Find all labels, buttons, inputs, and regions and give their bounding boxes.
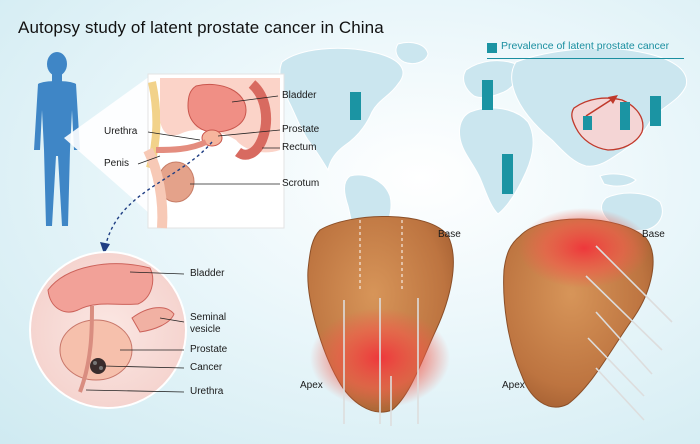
zoom-connector-arrowhead xyxy=(100,242,110,254)
label-prostate-sagittal: Prostate xyxy=(282,124,320,135)
label-urethra-zoom: Urethra xyxy=(190,386,224,397)
specimen-left xyxy=(307,215,454,426)
label-bladder-zoom: Bladder xyxy=(190,268,225,279)
label-rectum-sagittal: Rectum xyxy=(282,142,317,153)
north-america xyxy=(279,47,404,172)
europe xyxy=(463,60,519,99)
label-prostate-zoom: Prostate xyxy=(190,344,228,355)
bar-china-west xyxy=(583,116,592,130)
label-scrotum-sagittal: Scrotum xyxy=(282,178,320,189)
bar-china-central xyxy=(620,102,630,130)
trend-arrowhead xyxy=(608,95,618,104)
trend-arrow xyxy=(585,97,615,117)
label-cancer-zoom: Cancer xyxy=(190,362,223,373)
africa xyxy=(459,107,534,215)
label-base-right: Base xyxy=(642,229,665,240)
legend-underline xyxy=(487,58,684,59)
bar-east-asia xyxy=(650,96,661,126)
legend-swatch xyxy=(487,43,497,53)
page-title: Autopsy study of latent prostate cancer … xyxy=(18,18,384,37)
southeast-islands xyxy=(599,173,637,187)
greenland xyxy=(395,41,429,65)
bar-africa xyxy=(502,154,513,194)
callout-wedge xyxy=(64,76,150,214)
label-apex-left: Apex xyxy=(300,380,323,391)
sagittal-leaders xyxy=(137,95,281,185)
sagittal-section xyxy=(143,73,285,229)
label-penis-sagittal: Penis xyxy=(104,158,130,169)
zoom-connector xyxy=(105,141,213,245)
zoom-circle xyxy=(29,251,187,409)
label-bladder-sagittal: Bladder xyxy=(282,90,317,101)
label-base-left: Base xyxy=(438,229,461,240)
legend-label: Prevalence of latent prostate cancer xyxy=(501,40,670,52)
legend: Prevalence of latent prostate cancer xyxy=(487,40,687,64)
label-urethra-sagittal: Urethra xyxy=(104,126,138,137)
bar-europe xyxy=(482,80,493,110)
label-apex-right: Apex xyxy=(502,380,525,391)
human-body-icon xyxy=(34,52,80,226)
specimen-right xyxy=(503,208,673,421)
bar-north-america xyxy=(350,92,361,120)
prevalence-bars xyxy=(350,80,661,194)
label-seminal-vesicle-line1: Seminal xyxy=(190,312,227,323)
zoom-leaders xyxy=(85,271,185,393)
label-seminal-vesicle-line2: vesicle xyxy=(190,324,221,335)
